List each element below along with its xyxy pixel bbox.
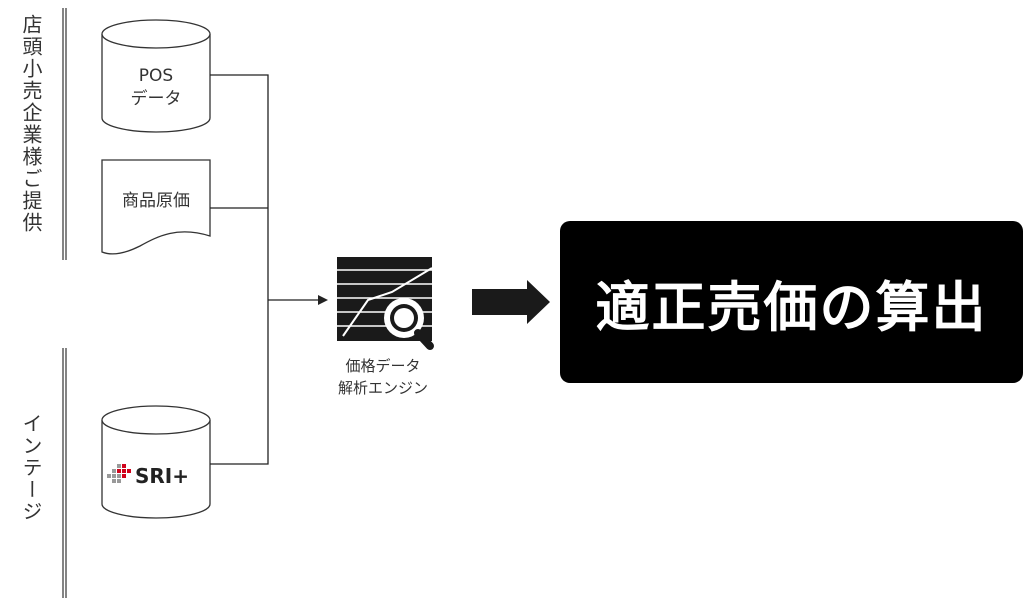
cost-document-shape: 商品原価 bbox=[101, 159, 211, 255]
sri-data-cylinder: SRI+ bbox=[101, 405, 211, 519]
result-box: 適正売価の算出 bbox=[560, 221, 1023, 383]
chart-magnifier-icon bbox=[337, 257, 434, 350]
sri-logo-text: SRI+ bbox=[135, 464, 189, 488]
intage-source-label: インテージ bbox=[19, 413, 43, 523]
connector-arrowhead bbox=[318, 295, 328, 305]
sri-logo-mark-icon bbox=[107, 464, 131, 483]
pos-label-line2: データ bbox=[131, 88, 182, 109]
pos-label-line1: POS bbox=[139, 66, 173, 86]
engine-label-line1: 価格データ bbox=[345, 357, 420, 375]
connector-lines bbox=[210, 74, 322, 465]
engine-label-line2: 解析エンジン bbox=[338, 379, 428, 397]
retailer-source-label: 店頭小売企業様ご提供 bbox=[19, 14, 43, 234]
cost-label: 商品原価 bbox=[122, 191, 190, 211]
retailer-separator bbox=[62, 8, 67, 260]
result-label: 適正売価の算出 bbox=[595, 275, 988, 339]
intage-separator bbox=[62, 348, 67, 598]
right-arrow-icon bbox=[472, 280, 550, 324]
pos-data-cylinder: POS データ bbox=[101, 19, 211, 133]
